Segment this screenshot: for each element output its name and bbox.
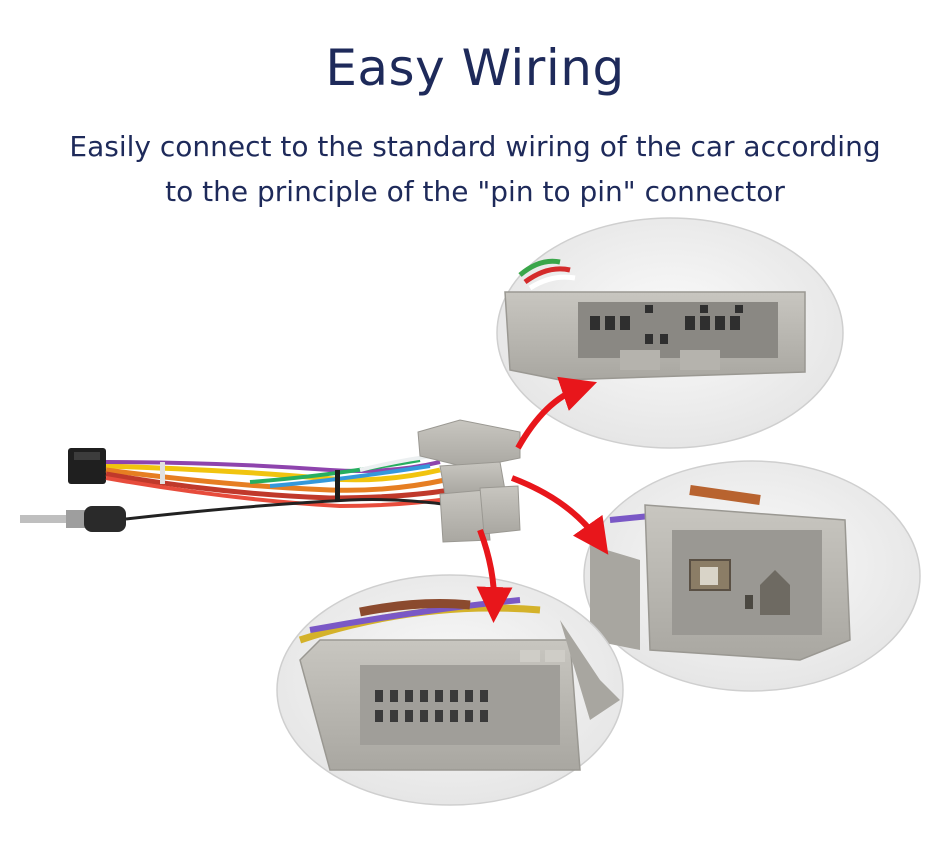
page-title: Easy Wiring [325, 39, 625, 97]
zoom-circle-bottom [276, 574, 624, 806]
pointer-arrows [476, 376, 609, 623]
wiring-harness [20, 419, 521, 543]
subtitle-line-2: to the principle of the "pin to pin" con… [165, 175, 785, 208]
zoom-circle-right [583, 460, 921, 692]
subtitle-line-1: Easily connect to the standard wiring of… [69, 130, 881, 163]
subtitle: Easily connect to the standard wiring of… [0, 124, 950, 214]
zoom-circle-top [496, 217, 844, 449]
wiring-harness-illustration [20, 217, 921, 806]
